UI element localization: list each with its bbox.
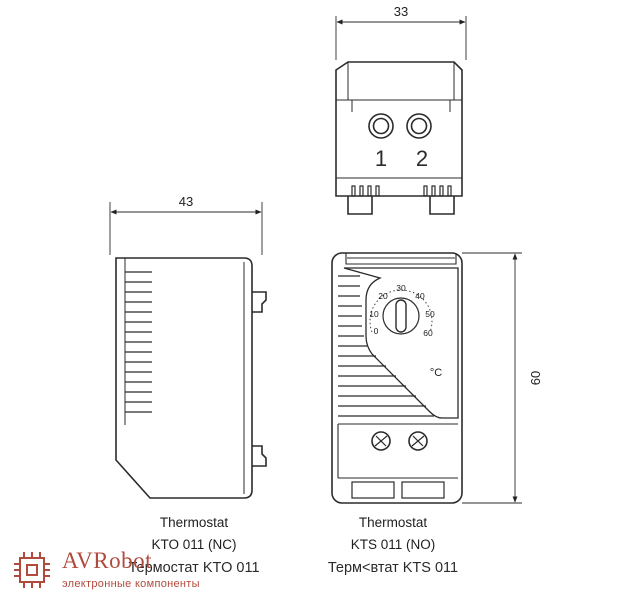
front-view [331, 252, 522, 504]
caption-left-russian: Термостат KTO 011 [128, 560, 260, 576]
caption-right-russian: Терм<втат KTS 011 [327, 560, 459, 576]
watermark-tagline: электронные компоненты [62, 578, 200, 590]
watermark-brand: AVRobot [62, 548, 152, 573]
chip-logo-icon [14, 552, 50, 588]
caption-left-title: Thermostat [159, 515, 229, 530]
dial-scale: 0 10 20 30 40 50 60 [369, 283, 435, 338]
dial-tick-label: 30 [396, 283, 406, 293]
dial-tick-label: 50 [425, 309, 435, 319]
dial-tick-label: 10 [369, 309, 379, 319]
top-view [335, 16, 467, 215]
dial-tick-label: 0 [374, 326, 379, 336]
terminal-label-2: 2 [416, 146, 428, 171]
caption-left-model: KTO 011 (NC) [151, 537, 237, 552]
dial-tick-label: 20 [378, 291, 388, 301]
caption-right-model: KTS 011 (NO) [350, 537, 436, 552]
temperature-unit: °C [430, 367, 442, 379]
terminal-label-1: 1 [375, 146, 387, 171]
dim-side-depth: 43 [179, 194, 193, 209]
dim-front-height: 60 [528, 371, 543, 385]
dial-tick-label: 40 [415, 291, 425, 301]
dial-tick-label: 60 [423, 328, 433, 338]
side-view [109, 202, 267, 499]
caption-right-title: Thermostat [358, 515, 428, 530]
dim-top-width: 33 [394, 4, 408, 19]
